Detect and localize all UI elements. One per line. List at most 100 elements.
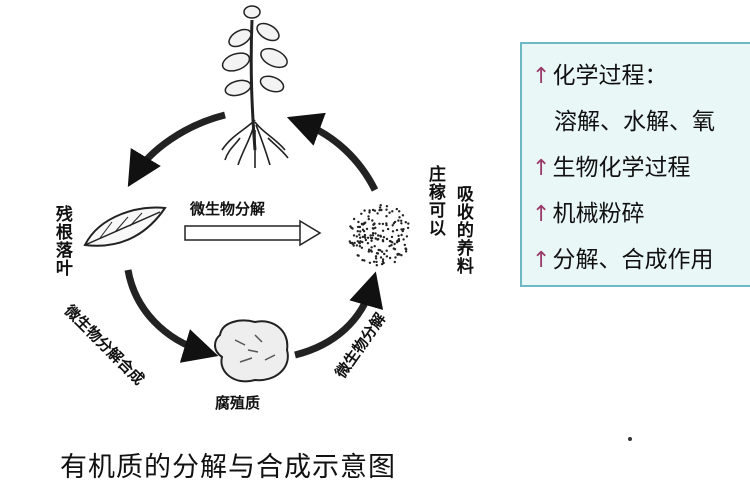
nutrient-dot	[401, 214, 405, 217]
nutrient-dot	[397, 234, 400, 237]
nutrient-dot	[355, 244, 359, 247]
nutrient-dot	[388, 244, 391, 248]
nutrient-dot	[376, 212, 379, 215]
nutrient-dot	[388, 239, 392, 243]
stray-dot	[628, 437, 632, 441]
nutrient-dot	[373, 222, 376, 225]
nutrient-dot	[385, 237, 389, 241]
nutrient-dot	[386, 227, 390, 231]
plant-icon	[221, 5, 289, 168]
nutrient-dot	[374, 226, 377, 229]
nutrient-dot	[364, 221, 367, 224]
nutrient-dot	[363, 209, 366, 212]
nutrient-dot	[371, 227, 375, 230]
nutrient-dot	[367, 217, 370, 221]
nutrient-dot	[366, 236, 370, 239]
nutrient-dot	[401, 229, 404, 233]
nutrient-dot	[385, 205, 389, 208]
leaf-icon	[83, 206, 167, 247]
nutrient-dot	[371, 232, 375, 235]
nutrient-dot	[392, 222, 396, 225]
nutrient-dot	[359, 240, 362, 243]
nutrient-dot	[366, 242, 370, 245]
decomposition-arrow	[184, 219, 322, 247]
nutrient-dot	[359, 230, 362, 233]
nutrient-dot	[360, 222, 364, 226]
nutrient-dot	[383, 252, 386, 256]
nutrient-dot	[378, 222, 381, 225]
nutrient-dot	[398, 210, 401, 213]
nutrient-dot	[400, 219, 403, 222]
nutrient-dot	[400, 254, 403, 257]
nutrient-dot	[363, 259, 366, 262]
nutrient-dot	[398, 216, 401, 219]
nutrient-dot	[379, 235, 382, 238]
humus-icon	[214, 319, 289, 383]
cycle-arrow-bottom-left	[124, 269, 219, 363]
nutrient-dot	[374, 255, 378, 258]
nutrient-dot	[349, 225, 352, 228]
nutrient-dot	[374, 237, 377, 240]
nutrient-dot	[381, 229, 385, 232]
legend-box: ↑化学过程： 溶解、水解、氧 ↑生物化学过程 ↑机械粉碎 ↑分解、合成作用	[520, 42, 750, 287]
nutrient-dot	[370, 239, 373, 242]
nutrient-dot	[367, 248, 371, 251]
up-arrow-icon: ↑	[532, 156, 551, 181]
nutrient-dot	[404, 247, 407, 250]
nutrient-dot	[361, 240, 364, 244]
nutrient-dot	[348, 240, 351, 243]
nutrient-dot	[380, 208, 383, 212]
nutrient-dot	[365, 227, 369, 231]
nutrient-dot	[400, 222, 403, 225]
nutrient-dot	[352, 234, 356, 237]
nutrient-dot	[374, 232, 377, 235]
legend-item-decompose-synthesize: ↑分解、合成作用	[532, 247, 714, 273]
nutrient-dot	[367, 250, 370, 253]
nutrient-dot	[402, 238, 405, 241]
nutrient-dot	[395, 207, 398, 211]
nutrient-dot	[372, 260, 376, 263]
legend-item-chemical: ↑化学过程：	[532, 63, 668, 89]
nutrient-dot	[404, 250, 408, 253]
nutrient-dot	[355, 235, 358, 238]
nutrient-dot	[374, 257, 378, 260]
diagram-caption: 有机质的分解与合成示意图	[60, 452, 396, 483]
nutrient-dot	[381, 258, 385, 261]
nutrient-dot	[388, 211, 391, 214]
nutrient-dot	[378, 209, 381, 212]
nutrient-dot	[406, 226, 410, 230]
nutrient-dot	[376, 238, 379, 241]
legend-item-biochemical: ↑生物化学过程	[532, 155, 691, 181]
nutrient-dot	[393, 260, 396, 264]
nutrient-dot	[391, 241, 394, 244]
nutrient-dot	[373, 209, 377, 212]
nutrient-dot	[380, 250, 384, 253]
nutrient-dot	[407, 222, 410, 225]
nutrient-dot	[369, 234, 372, 237]
nutrient-dot	[371, 234, 375, 237]
nutrient-dot	[375, 264, 378, 267]
nutrient-dot	[379, 249, 382, 252]
nutrient-dot	[385, 208, 388, 211]
nutrient-dot	[361, 235, 365, 239]
nutrient-dot	[379, 204, 382, 207]
nutrient-dot	[356, 230, 359, 233]
legend-item-chemical-detail: 溶解、水解、氧	[554, 109, 715, 135]
cycle-arrow-top-right	[286, 112, 379, 192]
nutrient-dot	[378, 206, 382, 209]
residue-label: 残根落叶	[51, 205, 72, 277]
nutrient-dot	[391, 210, 394, 213]
nutrient-dot	[360, 246, 364, 249]
nutrient-dot	[352, 217, 356, 221]
nutrient-dot	[404, 221, 407, 224]
nutrient-dot	[393, 242, 396, 246]
nutrient-dot	[381, 239, 385, 242]
nutrient-dot	[385, 215, 388, 218]
nutrient-dot	[353, 241, 356, 245]
nutrient-dot	[370, 237, 373, 240]
nutrient-dot	[402, 228, 405, 231]
nutrient-dot	[392, 247, 395, 250]
nutrient-dot	[397, 219, 400, 222]
